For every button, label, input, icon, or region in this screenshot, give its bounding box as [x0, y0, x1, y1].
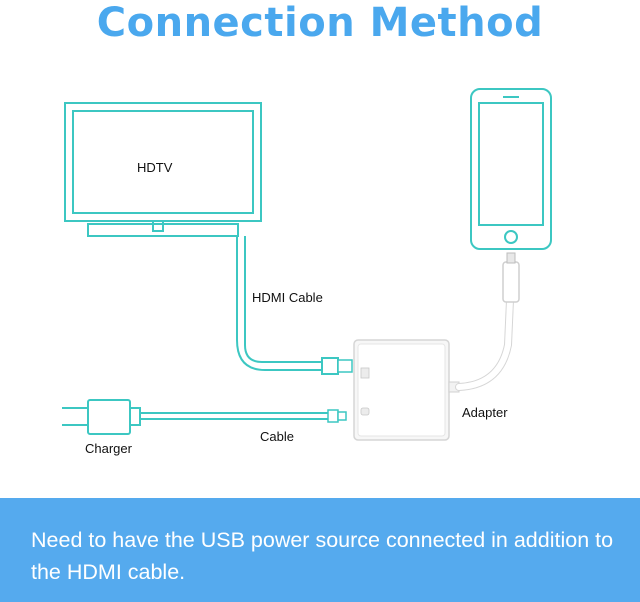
hdmi-cable	[236, 236, 353, 375]
info-banner	[0, 498, 640, 602]
hdtv-label: HDTV	[137, 160, 173, 175]
charger-label: Charger	[85, 441, 132, 456]
smartphone-icon	[470, 88, 552, 250]
connection-diagram	[62, 88, 552, 441]
adapter-label: Adapter	[462, 405, 508, 420]
diagram-title: Connection Method	[96, 0, 544, 46]
lightning-cable	[448, 252, 520, 393]
power-cable	[150, 409, 347, 423]
adapter-device	[353, 339, 450, 441]
hdtv-icon	[64, 102, 262, 237]
charger-icon	[62, 399, 150, 435]
cable-label: Cable	[260, 429, 294, 444]
info-banner-text: Need to have the USB power source connec…	[31, 528, 614, 584]
hdmi-cable-label: HDMI Cable	[252, 290, 323, 305]
